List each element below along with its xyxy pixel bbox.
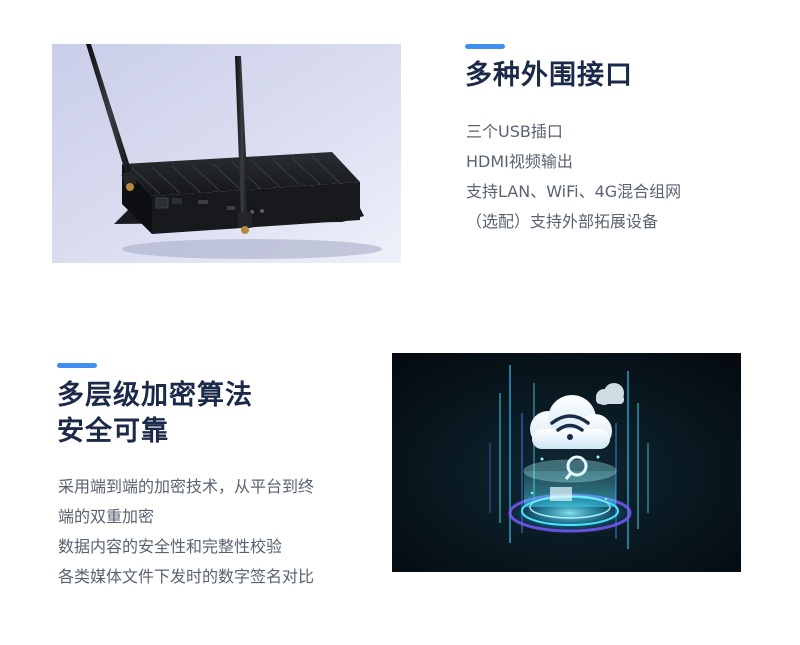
list-item: 采用端到端的加密技术，从平台到终 xyxy=(58,477,315,496)
security-illustration xyxy=(392,353,741,572)
list-item: 三个USB插口 xyxy=(466,122,563,141)
cloud-wifi-icon xyxy=(392,353,741,572)
section-heading: 多层级加密算法 安全可靠 xyxy=(57,378,253,450)
list-item: HDMI视频输出 xyxy=(466,152,573,171)
heading-line: 安全可靠 xyxy=(57,416,169,447)
list-item: 支持LAN、WiFi、4G混合组网 xyxy=(466,182,682,201)
list-item: 数据内容的安全性和完整性校验 xyxy=(58,537,283,556)
product-photo xyxy=(52,44,401,263)
list-item: （选配）支持外部拓展设备 xyxy=(466,212,659,231)
feature-list: 采用端到端的加密技术，从平台到终 端的双重加密 数据内容的安全性和完整性校验 各… xyxy=(58,472,314,592)
feature-list: 三个USB插口 HDMI视频输出 支持LAN、WiFi、4G混合组网 （选配）支… xyxy=(466,117,681,237)
media-box-icon xyxy=(52,44,401,263)
heading-line: 多层级加密算法 xyxy=(57,380,253,411)
section-heading: 多种外围接口 xyxy=(465,60,633,91)
list-item: 端的双重加密 xyxy=(58,507,155,526)
accent-bar xyxy=(57,363,97,368)
accent-bar xyxy=(465,44,505,49)
list-item: 各类媒体文件下发时的数字签名对比 xyxy=(58,567,315,586)
